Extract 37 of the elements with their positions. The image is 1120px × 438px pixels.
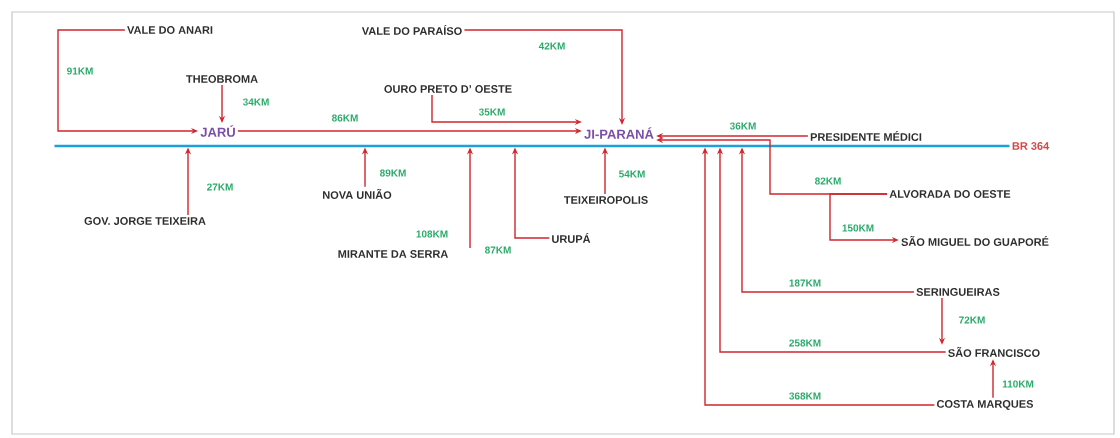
edge-label: 91KM (65, 66, 95, 76)
edge-label: 87KM (483, 245, 513, 255)
edge-label: 82KM (813, 176, 843, 186)
town-label: SÃO FRANCISCO (948, 347, 1040, 357)
town-label: TEIXEIROPOLIS (563, 196, 648, 204)
edge-label: 150KM (840, 223, 876, 233)
edge-label: 110KM (1001, 379, 1035, 389)
town-label: ALVORADA DO OESTE (889, 190, 1011, 198)
edge-label: 258KM (787, 338, 823, 348)
edge-label: 27KM (205, 182, 235, 192)
edge-label: 35KM (477, 107, 507, 117)
edge-label: 34KM (241, 97, 271, 107)
town-label: URUPÁ (552, 233, 591, 243)
city-label: JI-PARANÁ (584, 127, 654, 139)
arrow (463, 29, 626, 125)
town-label: NOVA UNIÃO (323, 189, 392, 199)
edge-label: 368KM (787, 391, 823, 401)
road-line: BR 364 (54, 142, 1050, 150)
city-label: JARÚ (200, 125, 235, 137)
town-label: VALE DO PARAÍSO (361, 25, 462, 35)
town-label: PRESIDENTE MÉDICI (810, 131, 922, 141)
edge-label: 187KM (787, 278, 823, 288)
town-label: GOV. JORGE TEIXEIRA (84, 217, 206, 225)
town-label: THEOBROMA (186, 75, 258, 83)
edge-label: 89KM (378, 168, 408, 178)
edge-label: 108KM (414, 229, 450, 239)
edge-label: 72KM (957, 315, 987, 325)
town-label: SÃO MIGUEL DO GUAPORÉ (901, 236, 1049, 246)
town-label: VALE DO ANARI (127, 26, 213, 34)
town-label: SERINGUEIRAS (916, 288, 1000, 296)
town-label: OURO PRETO D’ OESTE (384, 85, 512, 93)
edge-label: 36KM (728, 121, 758, 131)
edge-label: 42KM (537, 41, 567, 51)
edge-label: 54KM (617, 169, 647, 179)
town-label: COSTA MARQUES (936, 400, 1034, 410)
edge-label: 86KM (330, 113, 360, 123)
town-label: MIRANTE DA SERRA (338, 250, 448, 258)
